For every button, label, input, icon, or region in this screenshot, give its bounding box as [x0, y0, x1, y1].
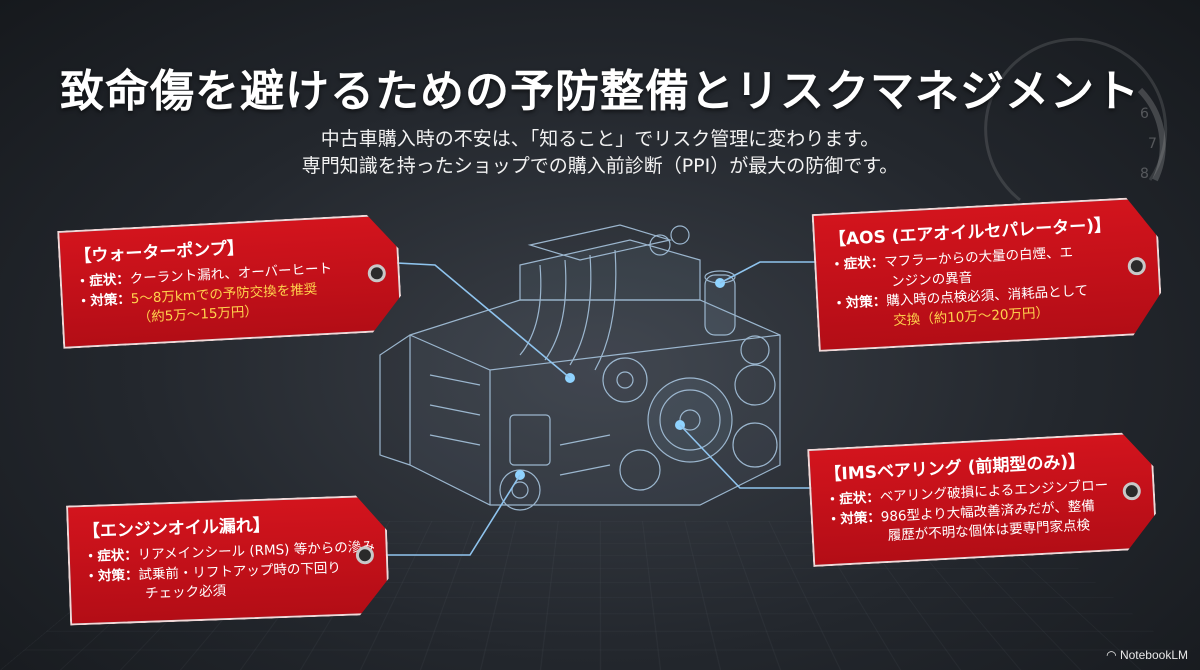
oil-leak-title: 【エンジンオイル漏れ】	[82, 515, 271, 543]
gauge-number-6: 6	[1140, 106, 1149, 122]
tag-hole	[367, 264, 386, 283]
aos-connector	[719, 261, 826, 284]
countermeasure-label: ・対策：	[831, 293, 887, 313]
countermeasure-label: ・対策：	[76, 290, 132, 310]
symptom-label: ・症状：	[825, 489, 881, 509]
countermeasure-label: ・対策：	[84, 566, 139, 585]
engine-illustration	[379, 224, 781, 511]
countermeasure-label: ・対策：	[826, 508, 882, 528]
aos-tag: 【AOS (エアオイルセパレーター)】 ・症状：マフラーからの大量の白煙、エ ン…	[812, 196, 1164, 352]
tag-hole	[1122, 482, 1141, 501]
water-pump-tag: 【ウォーターポンプ】 ・症状：クーラント漏れ、オーバーヒート ・対策：5～8万k…	[57, 213, 403, 349]
ims-connector	[679, 424, 826, 489]
oil-leak-countermeasure-2: チェック必須	[144, 583, 227, 603]
ims-tag: 【IMSベアリング (前期型のみ)】 ・症状：ベアリング破損によるエンジンブロー…	[807, 431, 1158, 567]
notebooklm-logo-icon: ◠	[1106, 648, 1120, 662]
water-pump-cost: （約5万～15万円）	[137, 303, 259, 326]
gauge-number-7: 7	[1148, 136, 1157, 152]
gauge-icon: 6 7 8	[984, 37, 1168, 202]
tag-hole	[1127, 257, 1146, 276]
aos-symptom-2: ンジンの異音	[890, 269, 973, 290]
symptom-label: ・症状：	[829, 254, 885, 274]
symptom-label: ・症状：	[83, 547, 139, 566]
symptom-label: ・症状：	[75, 271, 131, 291]
page-title: 致命傷を避けるための予防整備とリスクマネジメント	[60, 66, 1140, 117]
watermark-text: NotebookLM	[1119, 648, 1188, 662]
notebooklm-watermark: ◠ NotebookLM	[1106, 648, 1188, 662]
tag-hole	[356, 546, 375, 565]
gauge-number-8: 8	[1140, 166, 1149, 182]
subtitle-line-1: 中古車購入時の不安は、「知ること」でリスク管理に変わります。	[320, 128, 880, 150]
oil-leak-connector	[362, 474, 521, 556]
subtitle-line-2: 専門知識を持ったショップでの購入前診断（PPI）が最大の防御です。	[301, 155, 899, 177]
water-pump-connector	[377, 261, 571, 379]
oil-leak-tag: 【エンジンオイル漏れ】 ・症状：リアメインシール (RMS) 等からの滲み ・対…	[66, 494, 390, 625]
